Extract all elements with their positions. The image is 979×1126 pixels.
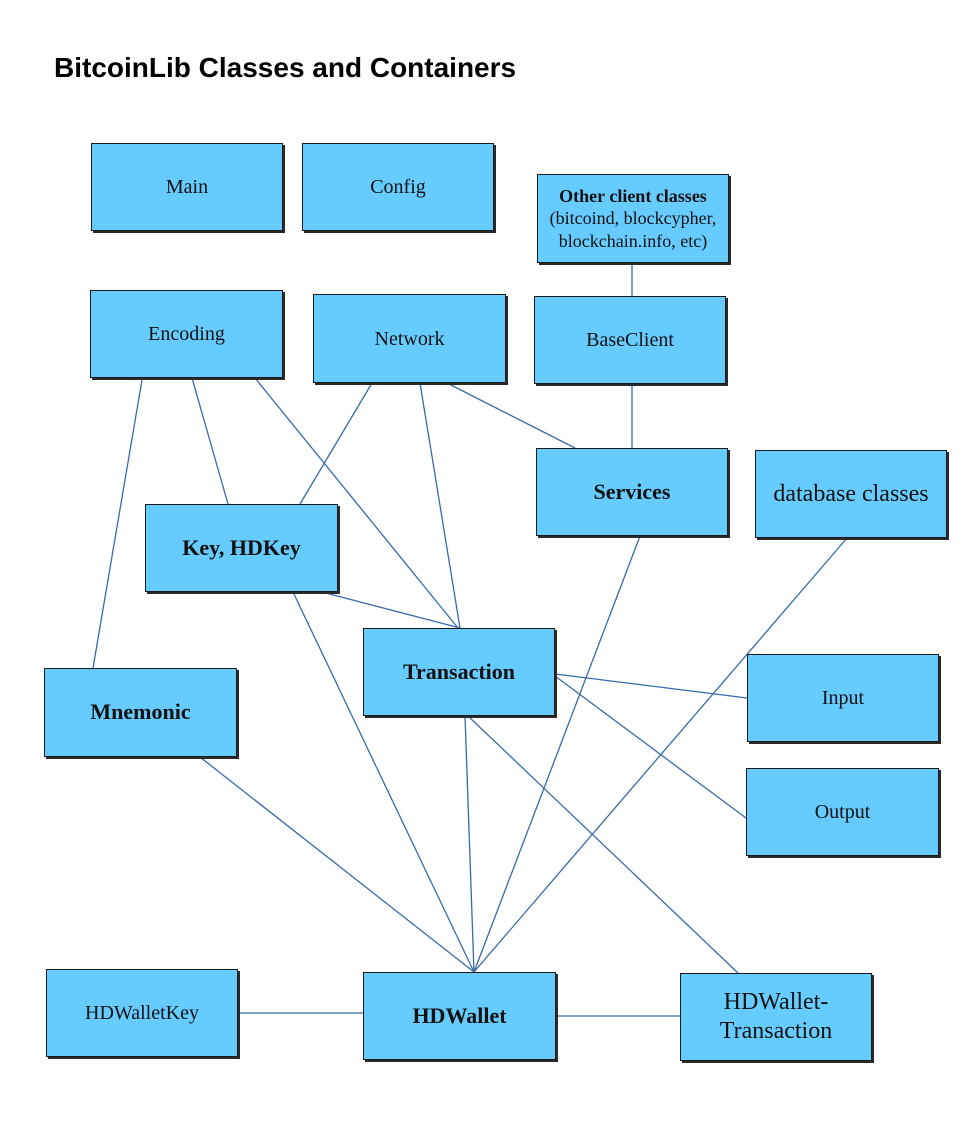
node-services: Services [536, 448, 728, 536]
edge-key-transaction [321, 591, 461, 629]
node-network: Network [313, 294, 506, 383]
node-config: Config [302, 143, 494, 231]
node-baseclient-label: BaseClient [586, 329, 674, 351]
node-hdwalletkey-label: HDWalletKey [85, 1002, 199, 1024]
edge-transaction-hdwallet-transaction [467, 715, 739, 974]
edge-encoding-transaction [254, 377, 459, 629]
node-encoding: Encoding [90, 290, 283, 378]
node-hdwallet-transaction: HDWallet- Transaction [680, 973, 872, 1061]
edge-key-hdwallet [292, 591, 475, 973]
node-output: Output [746, 768, 939, 856]
edge-transaction-hdwallet [464, 715, 475, 973]
node-config-label: Config [370, 176, 426, 198]
node-main: Main [91, 143, 283, 231]
node-key-hdkey: Key, HDKey [145, 504, 338, 592]
edge-network-services [446, 382, 576, 449]
node-input-label: Input [821, 687, 865, 709]
node-hdwallet-transaction-line1: HDWallet- [723, 989, 829, 1016]
node-mnemonic: Mnemonic [44, 668, 237, 757]
node-transaction-label: Transaction [402, 658, 516, 684]
node-hdwallet-label: HDWallet [412, 1002, 507, 1028]
node-baseclient: BaseClient [534, 296, 726, 384]
node-main-label: Main [165, 176, 209, 198]
node-database-classes: database classes [755, 450, 947, 538]
node-network-label: Network [374, 327, 445, 350]
edge-network-key [299, 382, 373, 505]
edge-encoding-mnemonic [92, 379, 143, 669]
node-transaction: Transaction [363, 628, 555, 716]
node-other-client-classes-line1: (bitcoind, blockcypher, [549, 208, 717, 229]
node-encoding-label: Encoding [148, 323, 225, 345]
node-other-client-classes-heading: Other client classes [559, 185, 707, 206]
node-key-hdkey-label: Key, HDKey [182, 534, 301, 560]
edge-mnemonic-hdwallet [199, 756, 475, 973]
node-services-label: Services [593, 478, 671, 504]
edge-transaction-output [554, 675, 747, 819]
node-hdwallet: HDWallet [363, 972, 556, 1060]
node-mnemonic-label: Mnemonic [90, 699, 191, 725]
node-database-classes-label: database classes [773, 480, 929, 507]
node-input: Input [747, 654, 939, 742]
edge-database-hdwallet [473, 537, 848, 973]
diagram-title: BitcoinLib Classes and Containers [54, 52, 517, 83]
node-other-client-classes: Other client classes (bitcoind, blockcyp… [537, 174, 729, 263]
node-output-label: Output [814, 801, 871, 823]
node-hdwallet-transaction-line2: Transaction [719, 1018, 833, 1044]
edge-encoding-key [191, 377, 229, 505]
node-other-client-classes-line2: blockchain.info, etc) [558, 230, 708, 251]
edge-transaction-input [554, 673, 748, 699]
edge-services-hdwallet [473, 535, 641, 973]
edge-network-transaction [419, 382, 461, 629]
node-hdwalletkey: HDWalletKey [46, 969, 238, 1057]
